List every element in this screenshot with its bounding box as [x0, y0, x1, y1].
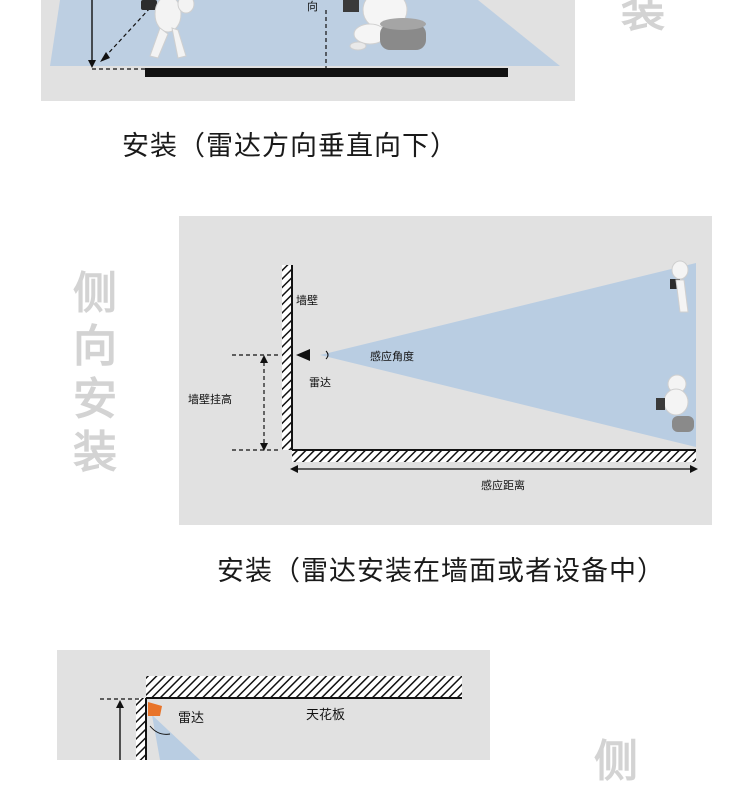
- side-title-char-3: 安: [73, 374, 117, 425]
- middle-radar: [296, 349, 310, 361]
- middle-standing-figure: [670, 260, 689, 313]
- top-seated-figure: [343, 0, 426, 51]
- radar-label: 雷达: [309, 376, 331, 389]
- side-title-char-2: 向: [73, 321, 117, 372]
- bottom-radar-label: 雷达: [178, 711, 205, 726]
- top-partial-label: 向: [307, 0, 318, 13]
- top-floor: [145, 68, 508, 77]
- bottom-diagram: [100, 676, 462, 760]
- side-title-char-4: 装: [73, 427, 117, 478]
- bottom-beam: [152, 715, 200, 760]
- top-diag-arrow: [100, 52, 110, 62]
- top-diag-dash: [103, 7, 151, 59]
- top-side-title-fragment: 装: [621, 0, 665, 37]
- bottom-radar: [148, 702, 162, 716]
- bottom-ceiling: [146, 676, 462, 698]
- middle-wall: [282, 265, 292, 450]
- middle-seated-figure: [656, 374, 694, 432]
- side-title-char-1: 侧: [73, 268, 117, 319]
- bottom-diagram-panel: [57, 650, 490, 760]
- angle-label: 感应角度: [370, 350, 414, 363]
- middle-diagram: [232, 260, 698, 473]
- middle-beam: [320, 263, 696, 447]
- top-caption: 安装（雷达方向垂直向下）: [122, 131, 458, 162]
- wall-label: 墙壁: [296, 294, 318, 307]
- top-diagram: [50, 0, 560, 77]
- top-walking-figure: [141, 0, 195, 59]
- bottom-side-title-fragment: 侧: [594, 736, 638, 787]
- distance-label: 感应距离: [481, 479, 525, 492]
- middle-floor: [292, 450, 696, 462]
- ceiling-label: 天花板: [306, 708, 346, 723]
- top-height-arrow: [88, 60, 96, 68]
- middle-caption: 安装（雷达安装在墙面或者设备中）: [217, 556, 665, 587]
- bottom-wall: [136, 698, 146, 760]
- mount-height-label: 墙壁挂高: [188, 393, 232, 406]
